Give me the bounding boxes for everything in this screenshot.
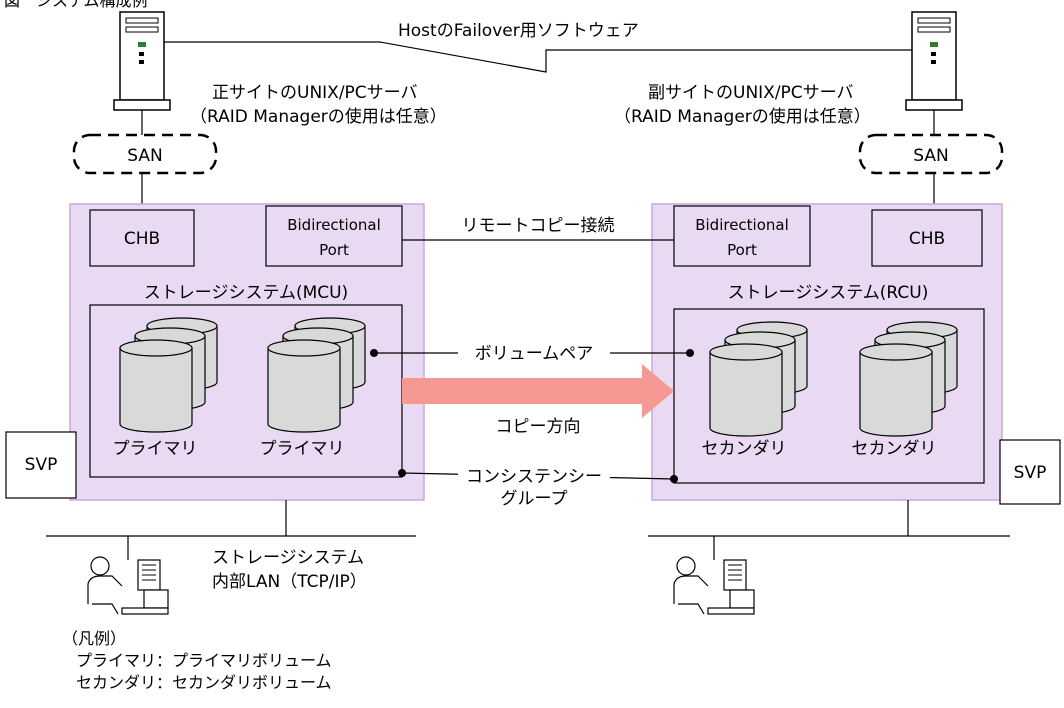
consistency-group-label-2: グループ (501, 489, 568, 509)
rcu-chb-label: CHB (909, 229, 945, 249)
legend-title: （凡例） (62, 629, 127, 648)
mcu-title: ストレージシステム(MCU) (144, 283, 348, 303)
secondary-host-note: （RAID Managerの使用は任意） (614, 106, 871, 127)
remote-copy-label: リモートコピー接続 (462, 216, 615, 236)
rcu-volume-2-label: セカンダリ (852, 439, 937, 459)
rcu-chb-box (871, 209, 983, 267)
primary-host-note: （RAID Managerの使用は任意） (190, 106, 447, 127)
failover-link-line (164, 41, 912, 73)
san-left-label: SAN (127, 146, 162, 166)
secondary-host-title: 副サイトのUNIX/PCサーバ (648, 83, 854, 103)
svp-left-box (5, 431, 77, 499)
san-right-label: SAN (913, 146, 948, 166)
mcu-volume-2-label: プライマリ (260, 439, 345, 459)
primary-volume-2-icon (267, 317, 366, 433)
mcu-bidirectional-port (265, 205, 403, 267)
consistency-group-label-1: コンシステンシー (466, 467, 602, 487)
mcu-volume-1-label: プライマリ (113, 439, 198, 459)
copy-direction-arrow (402, 364, 674, 418)
primary-host-title: 正サイトのUNIX/PCサーバ (212, 83, 418, 103)
primary-volume-1-icon (119, 317, 218, 433)
mcu-port-line1: Bidirectional (287, 216, 381, 234)
figure-caption: 図 システム構成例 (4, 0, 148, 10)
rcu-port-line1: Bidirectional (695, 216, 789, 234)
lan-label-line1: ストレージシステム (212, 548, 364, 568)
legend: （凡例） プライマリ：プライマリボリューム セカンダリ：セカンダリボリューム (62, 628, 332, 694)
volume-pair-label: ボリュームペア (475, 344, 594, 364)
operator-pc-right-icon (673, 556, 755, 615)
san-left: SAN (72, 133, 218, 175)
san-right: SAN (858, 133, 1004, 175)
lan-label-line2: 内部LAN（TCP/IP） (212, 572, 367, 592)
mcu-chb-label: CHB (124, 229, 160, 249)
rcu-port-line2: Port (727, 241, 757, 259)
rcu-bidirectional-port (673, 205, 811, 267)
legend-item-secondary: セカンダリ：セカンダリボリューム (76, 673, 332, 692)
rcu-title: ストレージシステム(RCU) (728, 283, 929, 303)
operator-pc-left-icon (87, 556, 169, 615)
secondary-volume-2-icon (859, 321, 958, 437)
secondary-volume-1-icon (709, 321, 808, 437)
copy-direction-label: コピー方向 (496, 417, 581, 437)
rcu-volume-1-label: セカンダリ (702, 439, 787, 459)
svp-right-box (999, 439, 1061, 505)
failover-link-label: HostのFailover用ソフトウェア (398, 21, 639, 41)
secondary-server-icon (905, 11, 963, 111)
svp-right-label: SVP (1014, 463, 1047, 483)
mcu-chb-box (89, 209, 195, 267)
primary-server-icon (113, 11, 171, 111)
mcu-port-line2: Port (319, 241, 349, 259)
legend-item-primary: プライマリ：プライマリボリューム (76, 651, 332, 670)
svp-left-label: SVP (25, 455, 58, 475)
